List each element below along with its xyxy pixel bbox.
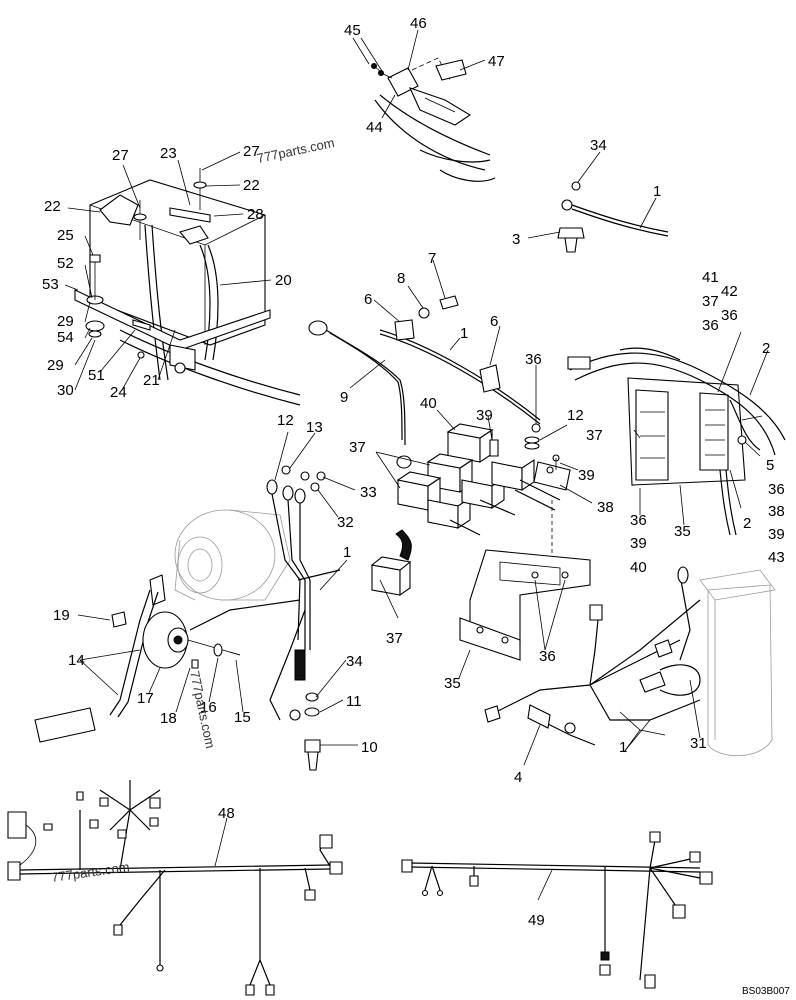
callout-2: 2 [762,340,770,357]
callout-35b: 35 [444,675,461,692]
callout-22b: 22 [44,198,61,215]
callout-1b: 1 [460,325,468,342]
callout-1d: 1 [619,739,627,756]
callout-29: 29 [57,313,74,330]
callout-36: 36 [702,317,719,334]
callout-21: 21 [143,372,160,389]
callout-39c: 39 [768,526,785,543]
leader-lines [64,29,769,901]
callout-39d: 39 [630,535,647,552]
callout-43: 43 [768,549,785,566]
callout-38b: 38 [768,503,785,520]
relay-panel [567,347,786,536]
callout-36f: 36 [539,648,556,665]
callout-1c: 1 [343,544,351,561]
callout-54: 54 [57,329,74,346]
alternator-assembly [174,465,341,721]
callout-39b: 39 [578,467,595,484]
callout-36b: 36 [721,307,738,324]
callout-19: 19 [53,607,70,624]
callout-51: 51 [88,367,105,384]
callout-7: 7 [428,250,436,267]
callout-41: 41 [702,269,719,286]
tank-assembly [74,168,301,406]
callout-52: 52 [57,255,74,272]
callout-39: 39 [476,407,493,424]
pedal-switch-assembly [34,574,241,743]
callout-8: 8 [397,270,405,287]
battery-cable-assembly [308,295,541,469]
callout-44: 44 [366,119,383,136]
relay-group [370,423,571,597]
pressure-switch-assembly [304,692,321,771]
callout-labels: 45 46 47 44 34 1 3 27 23 27 22 22 28 25 … [42,15,785,929]
callout-40b: 40 [630,559,647,576]
callout-24: 24 [110,384,127,401]
harness-49 [401,831,713,989]
callout-31: 31 [690,735,707,752]
callout-37b: 37 [586,427,603,444]
callout-1: 1 [653,183,661,200]
callout-13: 13 [306,419,323,436]
callout-37c: 37 [349,439,366,456]
callout-53: 53 [42,276,59,293]
callout-4: 4 [514,769,522,786]
callout-14: 14 [68,652,85,669]
callout-15: 15 [234,709,251,726]
callout-18: 18 [160,710,177,727]
callout-37d: 37 [386,630,403,647]
callout-20: 20 [275,272,292,289]
callout-36d: 36 [768,481,785,498]
callout-46: 46 [410,15,427,32]
switch-assembly [371,57,496,182]
callout-6: 6 [364,291,372,308]
callout-25: 25 [57,227,74,244]
callout-33: 33 [360,484,377,501]
callout-5: 5 [766,457,774,474]
figure-code: BS03B007 [742,986,790,997]
callout-6b: 6 [490,313,498,330]
callout-23: 23 [160,145,177,162]
callout-45: 45 [344,22,361,39]
callout-37: 37 [702,293,719,310]
callout-48: 48 [218,805,235,822]
callout-27: 27 [112,147,129,164]
callout-9: 9 [340,389,348,406]
callout-32: 32 [337,514,354,531]
filter-harness-assembly [484,566,776,757]
callout-2b: 2 [743,515,751,532]
watermark-bottom-left: 777parts.com [50,859,130,885]
callout-27b: 27 [243,143,260,160]
callout-36c: 36 [525,351,542,368]
callout-3: 3 [512,231,520,248]
callout-29b: 29 [47,357,64,374]
temperature-sender-assembly [557,181,669,253]
callout-34: 34 [590,137,607,154]
callout-49: 49 [528,912,545,929]
callout-22: 22 [243,177,260,194]
callout-12b: 12 [277,412,294,429]
callout-17: 17 [137,690,154,707]
callout-47: 47 [488,53,505,70]
callout-16: 16 [200,699,217,716]
callout-28: 28 [247,206,264,223]
callout-10: 10 [361,739,378,756]
callout-40: 40 [420,395,437,412]
callout-12: 12 [567,407,584,424]
callout-38: 38 [597,499,614,516]
callout-30: 30 [57,382,74,399]
callout-42: 42 [721,283,738,300]
callout-36e: 36 [630,512,647,529]
mount-bracket [459,549,591,661]
callout-34b: 34 [346,653,363,670]
harness-48 [7,780,343,996]
callout-35: 35 [674,523,691,540]
callout-11: 11 [346,693,362,710]
watermark-top: 777parts.com [256,135,336,166]
